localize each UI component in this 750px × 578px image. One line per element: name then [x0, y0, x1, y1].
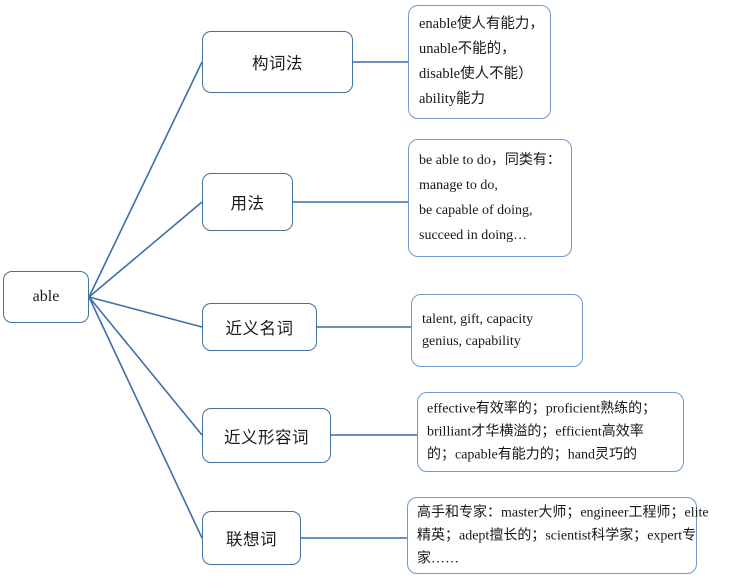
detail-box-word-formation[interactable]: enable使人有能力， unable不能的， disable使人不能） abi…: [408, 5, 551, 119]
branch-node-synonym-adjectives[interactable]: 近义形容词: [202, 408, 331, 463]
detail-box-usage[interactable]: be able to do，同类有： manage to do, be capa…: [408, 139, 572, 257]
branch-node-usage[interactable]: 用法: [202, 173, 293, 231]
root-node-label: able: [32, 288, 60, 305]
connector-root-to-word-formation: [88, 61, 203, 298]
detail-text-synonym-adjectives: effective有效率的；proficient熟练的； brilliant才华…: [427, 401, 657, 463]
connector-root-to-synonym-adjectives: [88, 296, 203, 436]
branch-node-label-synonym-nouns: 近义名词: [225, 319, 294, 338]
detail-text-word-formation: enable使人有能力， unable不能的， disable使人不能） abi…: [419, 16, 544, 107]
detail-text-synonym-nouns: talent, gift, capacity genius, capabilit…: [422, 311, 534, 349]
detail-box-synonym-adjectives[interactable]: effective有效率的；proficient熟练的； brilliant才华…: [417, 392, 684, 472]
branch-node-associated-words[interactable]: 联想词: [202, 511, 301, 565]
branch-node-label-word-formation: 构词法: [252, 54, 303, 73]
branch-node-label-associated-words: 联想词: [226, 530, 277, 549]
detail-box-synonym-nouns[interactable]: talent, gift, capacity genius, capabilit…: [411, 294, 583, 367]
connector-root-to-synonym-nouns: [88, 296, 203, 328]
root-node-able[interactable]: able: [3, 271, 89, 323]
connector-root-to-usage: [88, 201, 203, 298]
branch-node-label-synonym-adjectives: 近义形容词: [224, 427, 309, 447]
detail-text-usage: be able to do，同类有： manage to do, be capa…: [419, 153, 561, 243]
connector-root-to-associated-words: [88, 296, 203, 539]
detail-text-associated-words: 高手和专家：master大师；engineer工程师；elite 精英；adep…: [417, 505, 709, 566]
branch-node-label-usage: 用法: [230, 194, 265, 213]
branch-node-synonym-nouns[interactable]: 近义名词: [202, 303, 317, 351]
detail-box-associated-words[interactable]: 高手和专家：master大师；engineer工程师；elite 精英；adep…: [407, 497, 709, 574]
branch-node-word-formation[interactable]: 构词法: [202, 31, 353, 93]
